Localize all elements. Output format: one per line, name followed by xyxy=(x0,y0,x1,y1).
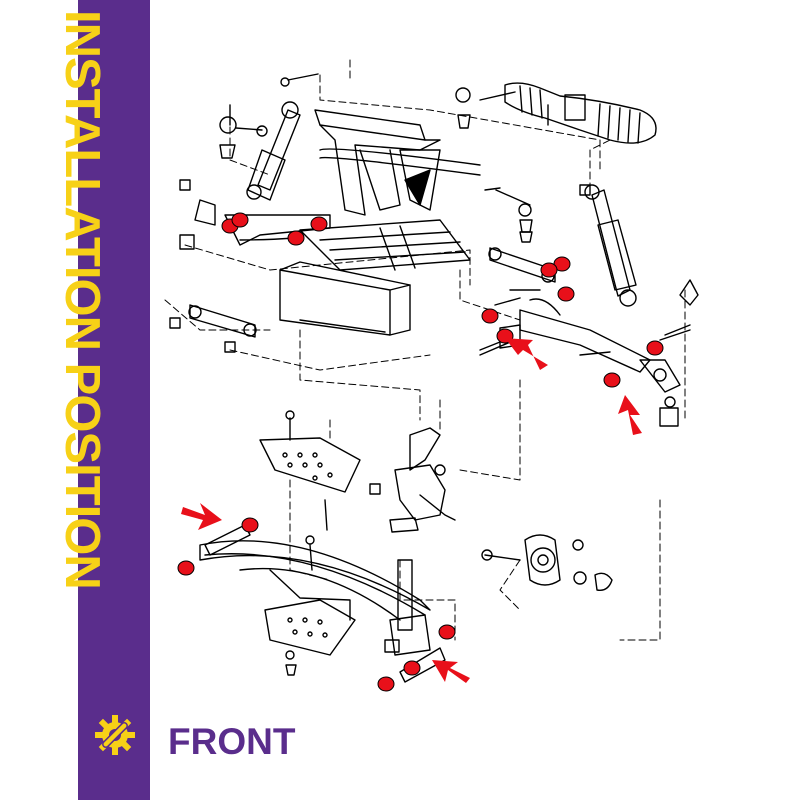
bushing xyxy=(540,262,558,278)
upper-frame xyxy=(314,109,481,216)
gear-wrench-icon xyxy=(95,715,135,755)
left-control-arm xyxy=(179,179,331,250)
right-control-arm xyxy=(499,279,699,427)
left-tie-rod xyxy=(219,104,268,159)
bushing xyxy=(481,308,499,324)
bushing xyxy=(310,216,328,232)
bushing xyxy=(177,560,195,576)
bushing xyxy=(603,372,621,388)
steering-knuckle xyxy=(369,427,456,533)
mounting-plate xyxy=(259,437,361,493)
tray-platform xyxy=(279,219,471,336)
front-label: FRONT xyxy=(168,721,296,762)
axle-plate xyxy=(264,599,356,676)
bushing xyxy=(241,517,259,533)
arrow xyxy=(618,395,642,435)
kingpin-shaft xyxy=(384,559,431,656)
leaf-spring xyxy=(199,540,431,621)
bushing xyxy=(646,340,664,356)
bushing xyxy=(377,676,395,692)
left-lower-link xyxy=(169,304,257,353)
bushing xyxy=(557,286,575,302)
indicator-arrows xyxy=(181,338,642,683)
arrow xyxy=(432,660,470,683)
right-radius-link xyxy=(488,231,556,291)
arrow xyxy=(181,503,222,530)
bushings xyxy=(177,212,664,692)
shackle-pins xyxy=(204,339,506,683)
bushing xyxy=(231,212,249,228)
left-shock xyxy=(246,73,319,201)
right-shock xyxy=(579,184,637,307)
bushing xyxy=(438,624,456,640)
bolts xyxy=(285,187,691,585)
bushing xyxy=(287,230,305,246)
steering-rack xyxy=(455,82,657,144)
arrow xyxy=(505,338,548,370)
sidebar-banner xyxy=(78,0,150,800)
bushing xyxy=(403,660,421,676)
wheel-hub xyxy=(524,534,613,591)
